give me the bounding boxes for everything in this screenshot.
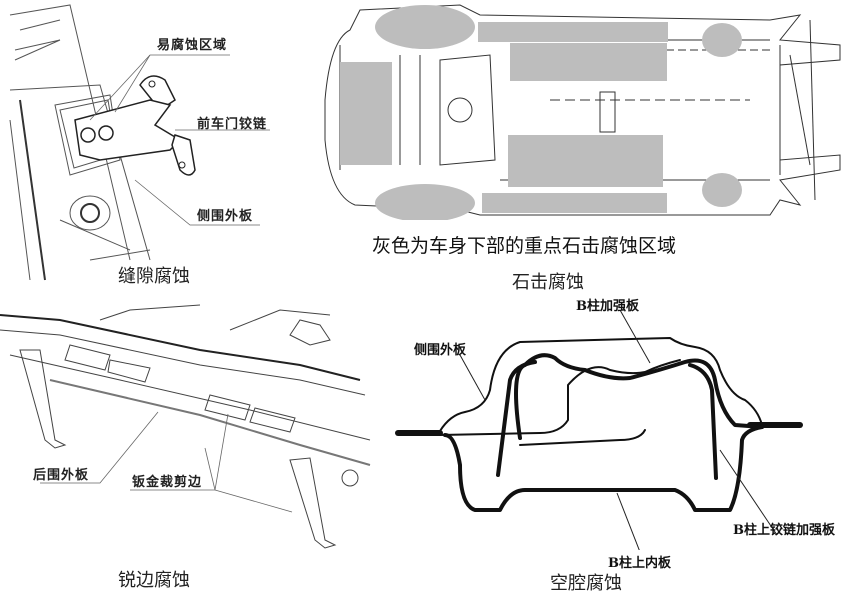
label-b-pillar-upper-hinge-reinforcement: B柱上铰链加强板 [733, 523, 835, 538]
label-sheet-metal-cut-edge: 钣金裁剪边 [132, 475, 203, 490]
zone-rear-right-wheel [702, 173, 742, 207]
label-corrosion-prone-area: 易腐蚀区域 [157, 38, 228, 53]
zone-left-floor [510, 43, 667, 81]
panel-edge-corrosion: 后围外板 钣金裁剪边 锐边腐蚀 [0, 300, 380, 598]
panel-stone-corrosion: 灰色为车身下部的重点石击腐蚀区域 石击腐蚀 [310, 0, 865, 293]
underbody-drawing [324, 4, 841, 220]
zone-front-left-wheel [375, 5, 475, 49]
label-cavity-side-outer-panel: 侧围外板 [414, 343, 467, 358]
stone-corrosion-subtitle: 灰色为车身下部的重点石击腐蚀区域 [372, 235, 677, 257]
side-outer-panel-shape [439, 337, 763, 432]
label-rear-outer-panel: 后围外板 [33, 468, 90, 483]
hinge-drawing [9, 4, 270, 281]
caption-cavity-corrosion: 空腔腐蚀 [550, 573, 622, 594]
label-front-door-hinge: 前车门铰链 [197, 117, 268, 132]
caption-stone-corrosion: 石击腐蚀 [512, 272, 584, 293]
bracket [289, 319, 331, 346]
rear-panel-drawing [0, 304, 371, 549]
caption-edge-corrosion: 锐边腐蚀 [118, 570, 190, 591]
zone-rear-left-wheel [702, 23, 742, 57]
zone-front-right-wheel [375, 184, 475, 220]
zone-front-apron [340, 62, 392, 165]
caption-gap-corrosion: 缝隙腐蚀 [118, 266, 190, 287]
label-b-pillar-upper-inner-panel: B柱上内板 [608, 556, 671, 571]
label-side-outer-panel: 侧围外板 [197, 209, 254, 224]
zone-right-sill [482, 193, 667, 213]
b-pillar-inner-panel-shape [443, 425, 764, 512]
zone-right-floor [508, 135, 663, 187]
door-hinge [74, 75, 196, 176]
b-pillar-section-drawing [395, 309, 803, 550]
panel-cavity-corrosion: B柱加强板 侧围外板 B柱上铰链加强板 B柱上内板 空腔腐蚀 [390, 290, 865, 598]
stone-impact-highlight-zones [340, 5, 742, 220]
label-b-pillar-reinforcement: B柱加强板 [576, 299, 639, 314]
panel-gap-corrosion: 易腐蚀区域 前车门铰链 侧围外板 缝隙腐蚀 [0, 0, 300, 290]
zone-left-sill [478, 22, 668, 42]
bolt-boss-icon [69, 195, 111, 231]
